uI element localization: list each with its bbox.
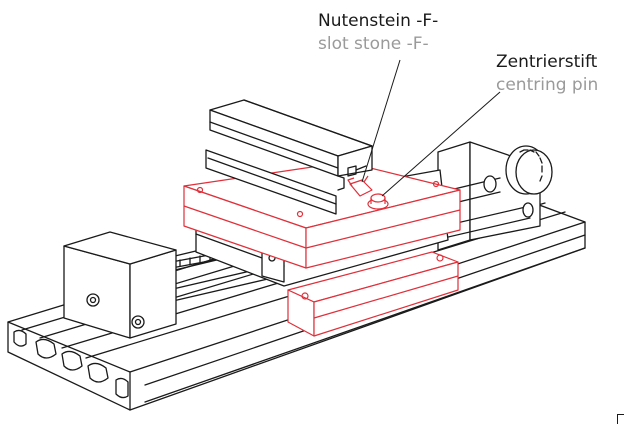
slot-stone-part — [347, 175, 373, 197]
centring-pin-label-de: Zentrierstift — [496, 52, 598, 72]
centring-pin-part — [367, 193, 389, 210]
t-slot-profile — [205, 99, 373, 215]
base-end-slots — [13, 329, 129, 399]
centring-pin-label-en: centring pin — [496, 75, 599, 95]
slot-stone-label-en: slot stone -F- — [318, 34, 429, 54]
slot-stone-label-de: Nutenstein -F- — [318, 11, 439, 31]
corner-crop-mark — [617, 414, 624, 424]
adjustment-knob — [505, 145, 553, 195]
lower-slide-plate — [287, 251, 459, 337]
leader-line-centring-pin — [381, 91, 501, 197]
leader-lines — [361, 59, 501, 197]
leader-line-slot-stone — [361, 59, 401, 183]
front-end-plate — [63, 231, 177, 339]
